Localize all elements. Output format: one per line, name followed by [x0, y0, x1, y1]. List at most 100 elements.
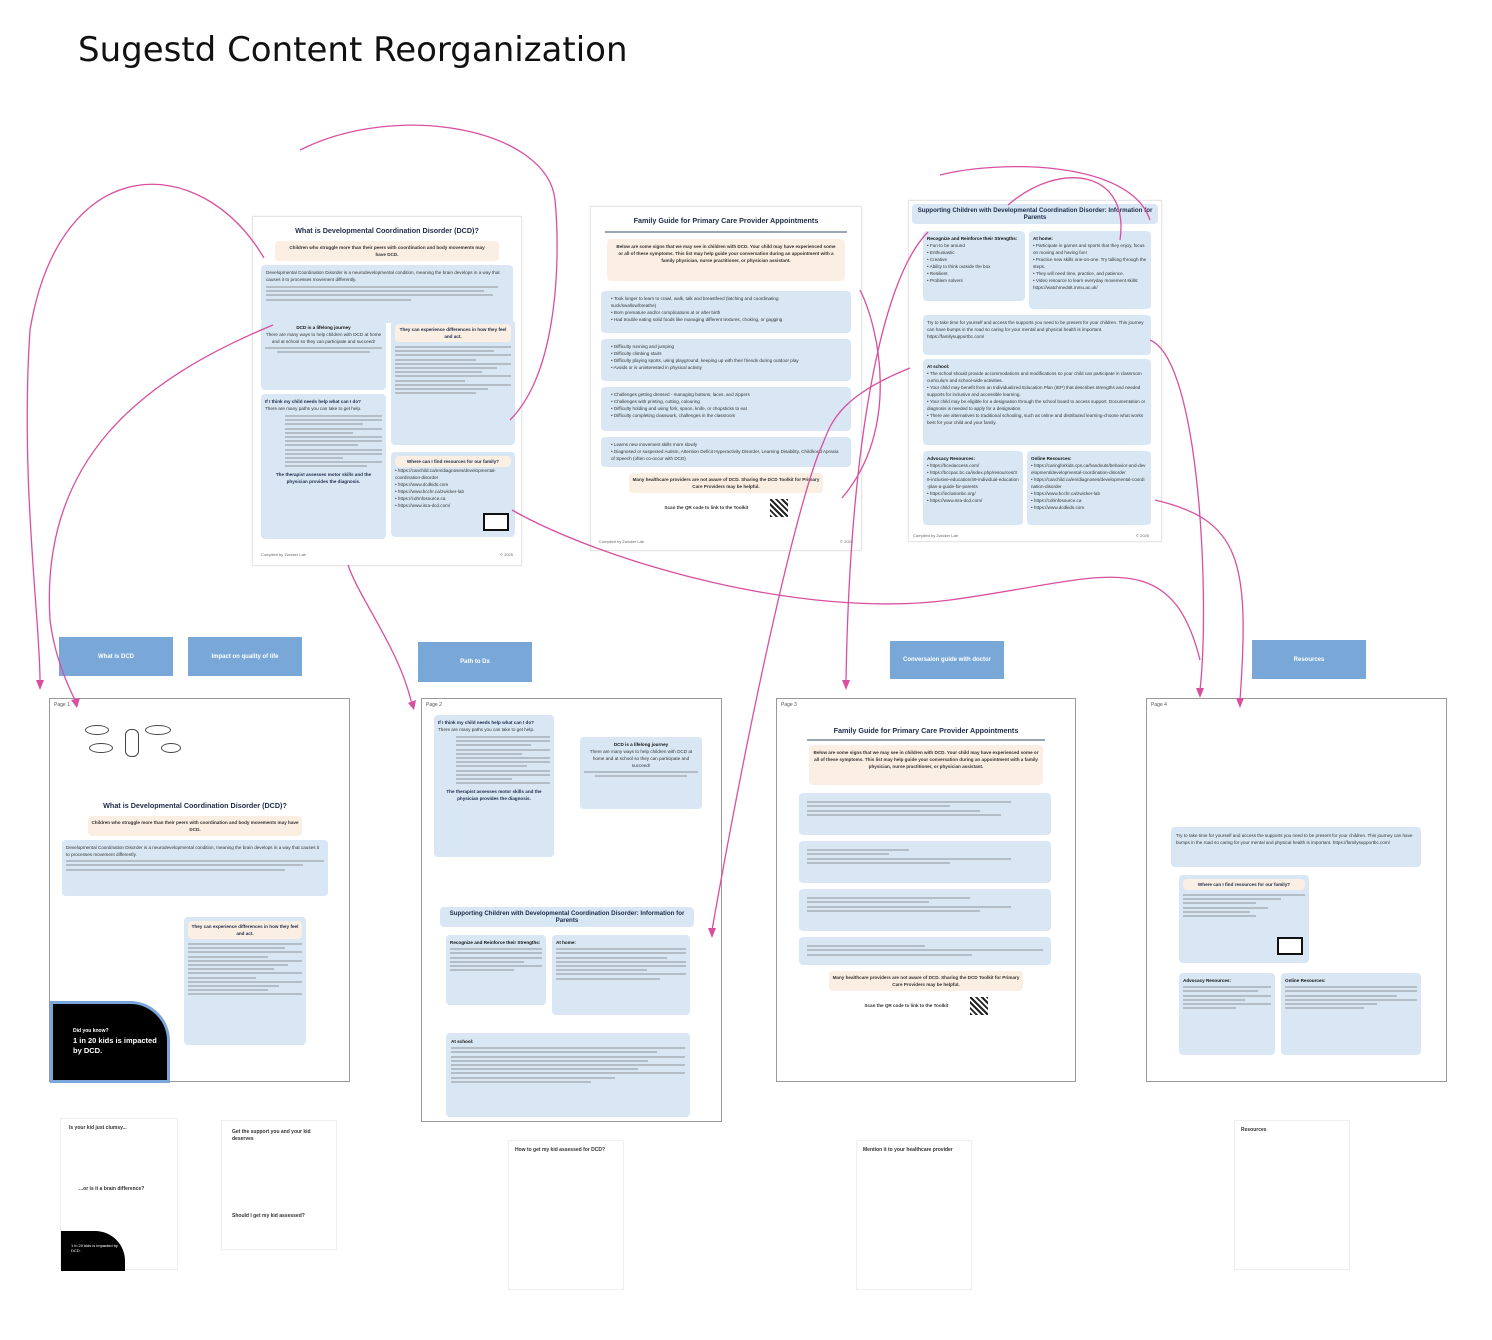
guide-note: Many healthcare providers are not aware …	[629, 473, 823, 493]
sketch-thumbnail-1[interactable]: Is your kid just clumsy... ...or is it a…	[60, 1118, 178, 1271]
advocacy-link[interactable]: https://inclusionbc.org/	[927, 490, 1019, 497]
signs-group-2	[799, 841, 1051, 883]
card-footer: Compiled by Zwicker Lab	[599, 539, 644, 544]
page-label: Page 4	[1151, 702, 1167, 708]
tab-resources[interactable]: Resources	[1252, 640, 1366, 679]
therapist-note: The therapist assesses motor skills and …	[275, 472, 372, 485]
resource-link[interactable]: https://www.bcchr.ca/zwicker-lab	[395, 488, 511, 495]
sketch-thumbnail-2[interactable]: Get the support you and your kid deserve…	[221, 1120, 337, 1250]
dcd-intro-block: What is Developmental Coordination Disor…	[62, 801, 328, 923]
home-panel: At home:	[552, 935, 690, 1015]
journey-panel: DCD is a lifelong journey There are many…	[261, 320, 386, 390]
sketch-thumbnail-5[interactable]: Resources	[1234, 1120, 1350, 1270]
online-link[interactable]: https://www.dcdkids.com	[1031, 504, 1147, 511]
resources-title: Where can I find resources for our famil…	[395, 456, 511, 467]
arrow-connector	[26, 183, 265, 681]
computer-icon	[1277, 937, 1303, 955]
did-you-know-callout[interactable]: Did you know? 1 in 20 kids is impacted b…	[50, 1001, 170, 1083]
resource-link[interactable]: https://www.dcdkids.com	[395, 481, 511, 488]
school-title: At school:	[927, 364, 950, 369]
help-panel: If I think my child needs help what can …	[261, 394, 386, 539]
intro-text: Developmental Coordination Disorder is a…	[266, 270, 500, 282]
home-item[interactable]: Video resource to learn everyday movemen…	[1033, 277, 1147, 291]
tab-path-to-dx[interactable]: Path to Dx	[418, 642, 532, 682]
computer-icon	[483, 513, 509, 531]
online-link[interactable]: https://canchild.ca/en/diagnoses/develop…	[1031, 476, 1147, 490]
sign-item: Took longer to learn to crawl, walk, tal…	[611, 295, 811, 309]
strength-item: Enthusiastic	[927, 249, 1021, 256]
guide-intro: Below are some signs that we may see in …	[607, 239, 845, 281]
school-item: There are alternatives to traditional sc…	[927, 412, 1147, 426]
sketch-title: Mention it to your healthcare provider	[863, 1147, 953, 1153]
signs-group-1: Took longer to learn to crawl, walk, tal…	[601, 291, 851, 333]
card-title: What is Developmental Coordination Disor…	[295, 226, 479, 235]
resources-panel: Where can I find resources for our famil…	[391, 452, 515, 537]
sketch-thumbnail-4[interactable]: Mention it to your healthcare provider	[856, 1140, 972, 1290]
tab-impact-quality-of-life[interactable]: Impact on quality of life	[188, 637, 302, 676]
online-link[interactable]: https://caringforkids.cps.ca/handouts/be…	[1031, 462, 1147, 476]
intro-panel: Developmental Coordination Disorder is a…	[62, 840, 328, 896]
advocacy-link[interactable]: https://bccpac.bc.ca/index.php/resources…	[927, 469, 1019, 490]
therapist-note: The therapist assesses motor skills and …	[446, 789, 542, 802]
home-title: At home:	[1033, 236, 1053, 241]
help-title: If I think my child needs help what can …	[438, 720, 534, 725]
card-what-is-dcd[interactable]: What is Developmental Coordination Disor…	[252, 216, 522, 566]
resource-link[interactable]: https://cdrinfosource.ca	[395, 495, 511, 502]
sign-item: Difficulty climbing stairs	[611, 350, 811, 357]
experience-panel: They can experience differences in how t…	[184, 917, 306, 1045]
school-panel: At school: The school should provide acc…	[923, 359, 1151, 445]
arrow-connector	[1154, 499, 1244, 701]
arrow-head	[408, 700, 416, 710]
strength-item: Resilient	[927, 270, 1021, 277]
self-care-panel: Try to take time for yourself and access…	[1171, 827, 1421, 867]
self-care-panel: Try to take time for yourself and access…	[923, 315, 1151, 355]
advocacy-link[interactable]: https://bcedaccess.com/	[927, 462, 1019, 469]
tab-conversation-guide[interactable]: Conversaion guide with doctor	[890, 641, 1004, 679]
page-frame-3[interactable]: Page 3 Family Guide for Primary Care Pro…	[776, 698, 1076, 1082]
online-link[interactable]: https://cdrinfosource.ca	[1031, 497, 1147, 504]
page-frame-2[interactable]: Page 2 If I think my child needs help wh…	[421, 698, 722, 1122]
page-label: Page 2	[426, 702, 442, 708]
card-supporting[interactable]: Supporting Children with Developmental C…	[908, 200, 1162, 542]
card-year: © 2025	[500, 552, 513, 557]
journey-text: There are many ways to help children wit…	[589, 749, 693, 768]
card-family-guide[interactable]: Family Guide for Primary Care Provider A…	[590, 206, 862, 551]
strength-item: Creative	[927, 256, 1021, 263]
resource-link[interactable]: https://canchild.ca/en/diagnoses/develop…	[395, 467, 511, 481]
page-label: Page 1	[54, 702, 70, 708]
help-text: There are many paths you can take to get…	[438, 727, 535, 732]
supporting-header: Supporting Children with Developmental C…	[912, 204, 1158, 224]
advocacy-panel: Advocacy Resources:	[1179, 973, 1275, 1055]
sign-item: Avoids or is uninterested in physical ac…	[611, 364, 811, 371]
page-frame-4[interactable]: Page 4 Try to take time for yourself and…	[1146, 698, 1447, 1082]
online-panel: Online Resources:	[1281, 973, 1421, 1055]
tab-what-is-dcd[interactable]: What is DCD	[59, 637, 173, 676]
online-title: Online Resources:	[1285, 978, 1326, 983]
sketch-thumbnail-3[interactable]: How to get my kid assessed for DCD?	[508, 1140, 624, 1290]
strengths-title: Recognize and Reinforce their Strengths:	[927, 236, 1018, 241]
strengths-panel: Recognize and Reinforce their Strengths:	[446, 935, 546, 1005]
page-frame-1[interactable]: Page 1 What is Developmental Coordinatio…	[49, 698, 350, 1083]
sign-item: Difficulty completing classwork, challen…	[611, 412, 811, 419]
sign-item: Born premature and/or complications at o…	[611, 309, 811, 316]
advocacy-link[interactable]: https://www.isra-dcd.com/	[927, 497, 1019, 504]
qr-code-icon[interactable]	[769, 499, 788, 517]
sign-item: Challenges with printing, cutting, colou…	[611, 398, 811, 405]
help-title: If I think my child needs help what can …	[265, 399, 361, 404]
sign-item: Had trouble eating solid foods like mana…	[611, 316, 811, 323]
qr-text: Scan the QR code to link to the Toolkit	[664, 505, 749, 511]
callout-stat: 1 in 20 kids is impacted by DCD.	[73, 1036, 157, 1055]
sketch-title: Resources	[1241, 1127, 1267, 1133]
arrow-head	[36, 680, 44, 690]
qr-caption: Scan the QR code to link to the Toolkit	[777, 997, 1075, 1015]
school-item: Your child may benefit from an Individua…	[927, 384, 1147, 398]
advocacy-title: Advocacy Resources:	[927, 456, 976, 461]
resource-link[interactable]: https://www.isra-dcd.com/	[395, 502, 511, 509]
qr-caption: Scan the QR code to link to the Toolkit	[591, 499, 861, 517]
online-title: Online Resources:	[1031, 456, 1072, 461]
qr-code-icon[interactable]	[969, 997, 988, 1015]
signs-group-2: Difficulty running and jumping Difficult…	[601, 339, 851, 381]
page-title: Sugestd Content Reorganization	[78, 30, 628, 70]
online-link[interactable]: https://www.bcchr.ca/zwicker-lab	[1031, 490, 1147, 497]
arrow-head	[842, 680, 850, 690]
